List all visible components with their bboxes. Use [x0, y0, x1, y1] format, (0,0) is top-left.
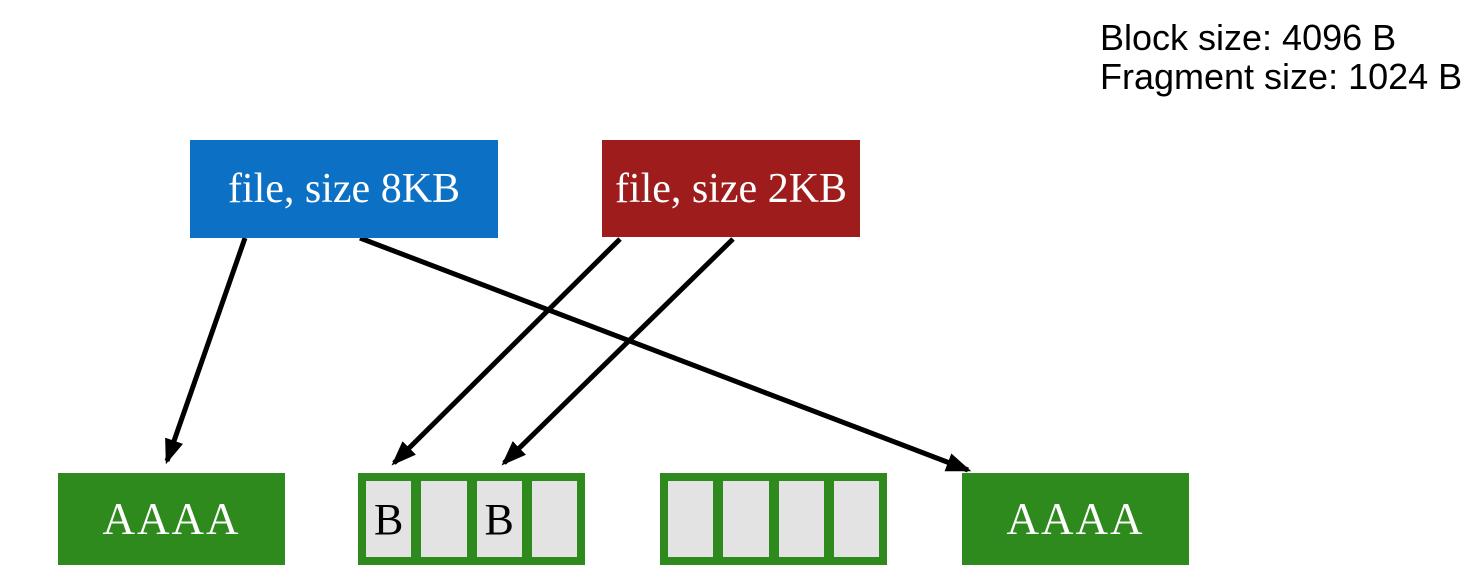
block3-fragment-2 — [723, 481, 769, 557]
arrow-file8kb-to-block4 — [359, 235, 972, 473]
disk-block-1: AAAA — [58, 473, 285, 565]
disk-block-4-label: AAAA — [1006, 494, 1145, 544]
block3-fragment-3 — [778, 481, 824, 557]
size-info: Block size: 4096 B Fragment size: 1024 B — [1100, 18, 1462, 96]
file-8kb-label: file, size 8KB — [227, 166, 461, 212]
block3-fragment-4 — [833, 481, 879, 557]
block3-fragment-1 — [668, 481, 714, 557]
disk-block-4: AAAA — [962, 473, 1189, 565]
block2-fragment-1: B — [366, 481, 412, 557]
file-8kb-box: file, size 8KB — [190, 140, 498, 238]
arrow-file2kb-to-fragment1 — [391, 237, 622, 466]
block2-fragment-1-label: B — [373, 494, 404, 544]
file-2kb-label: file, size 2KB — [614, 165, 848, 212]
block2-fragment-2 — [421, 481, 467, 557]
block2-fragment-3: B — [476, 481, 522, 557]
fragment-size-text: Fragment size: 1024 B — [1100, 56, 1463, 97]
block2-fragment-4 — [531, 481, 577, 557]
disk-block-1-label: AAAA — [102, 494, 241, 544]
block-size-text: Block size: 4096 B — [1100, 17, 1397, 58]
block2-fragment-3-label: B — [484, 494, 514, 544]
arrow-file2kb-to-fragment3 — [501, 237, 735, 466]
disk-block-3 — [660, 473, 887, 565]
file-2kb-box: file, size 2KB — [602, 140, 860, 237]
arrow-file8kb-to-block1 — [164, 237, 248, 465]
disk-block-2: B B — [358, 473, 585, 565]
